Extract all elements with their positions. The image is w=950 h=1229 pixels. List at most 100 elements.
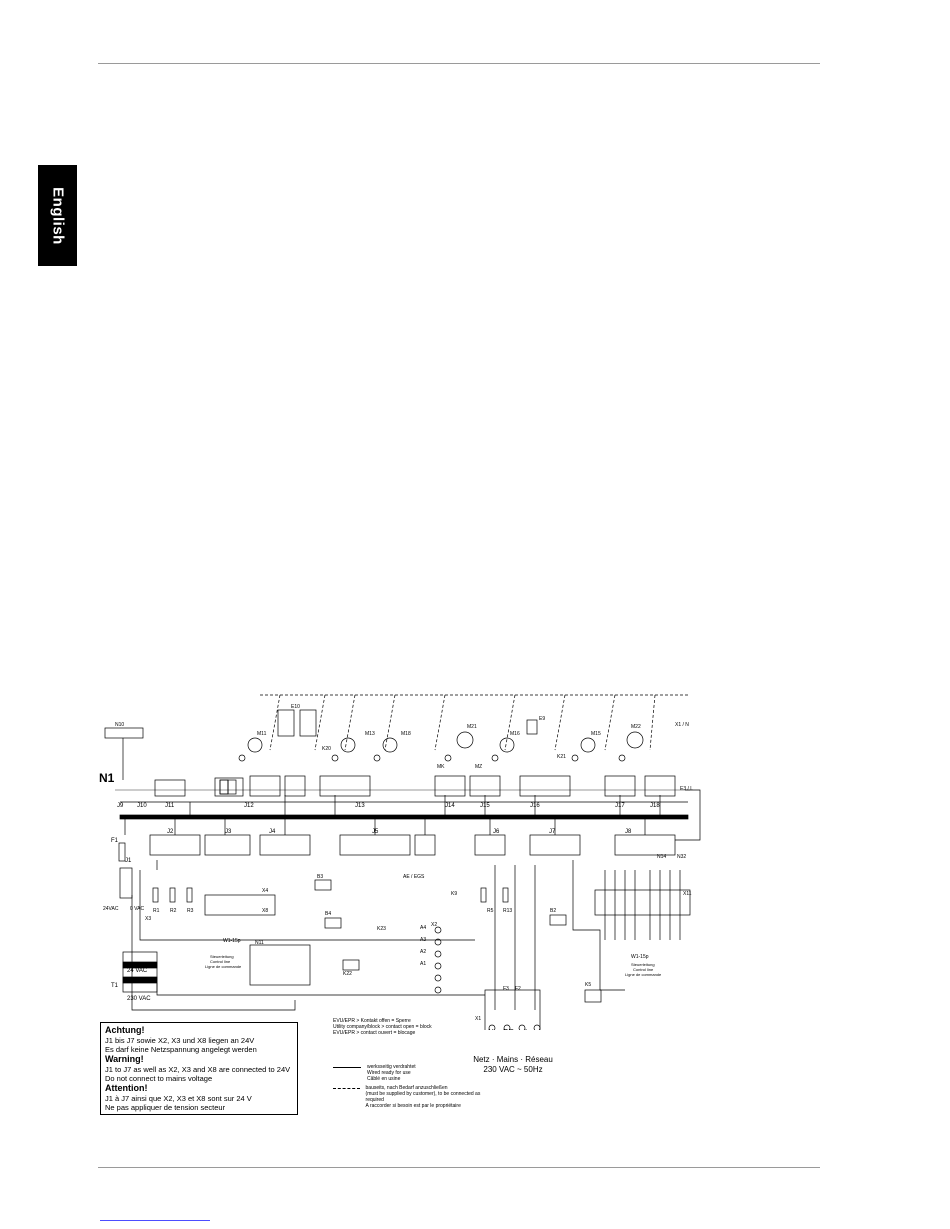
w1-15p-left-label: W1-15p (223, 938, 241, 944)
steuerleitung-left: Steuerleitung (210, 954, 234, 959)
warning-box: Achtung! J1 bis J7 sowie X2, X3 und X8 l… (100, 1022, 298, 1115)
wiring-diagram: N1 N10 E10 E9 M11 M13 M18 M21 M16 M15 M2… (99, 694, 701, 1030)
solid-legend-3: Câblé en usine (367, 1076, 401, 1082)
x1n-label: X1 / N (675, 722, 689, 728)
warning-en-line2: Do not connect to mains voltage (105, 1074, 213, 1083)
r1-label: R1 (153, 908, 160, 914)
evu-line1: EVU/EPR > Kontakt offen = Sperre (333, 1018, 411, 1024)
steuerleitung-right: Steuerleitung (631, 962, 655, 967)
j1-label: J1 (125, 858, 132, 864)
j5-label: J5 (372, 829, 379, 835)
r13-label: R13 (503, 908, 512, 914)
l-terminal-label: L (525, 1028, 530, 1030)
w1-15p-right-label: W1-15p (631, 954, 649, 960)
j2-label: J2 (167, 829, 174, 835)
dash-legend-3: A raccorder si besoin est par le proprié… (365, 1103, 461, 1109)
evu-line2: Utility company/block > contact open = b… (333, 1024, 432, 1030)
m22-label: M22 (631, 724, 641, 730)
m18-label: M18 (401, 731, 411, 737)
f3-label: F3 (503, 986, 509, 992)
j8-label: J8 (625, 829, 632, 835)
r2-label: R2 (170, 908, 177, 914)
a2-label: A2 (420, 949, 426, 955)
warning-fr-line2: Ne pas appliquer de tension secteur (105, 1103, 226, 1112)
x4-label: X4 (262, 888, 268, 894)
j9-label: J9 (117, 803, 124, 809)
dash-legend-1: bauseits, nach Bedarf anzuschließen (365, 1085, 448, 1091)
warning-fr-line1: J1 à J7 ainsi que X2, X3 et X8 sont sur … (105, 1094, 252, 1103)
mains-label: Netz · Mains · Réseau 230 VAC ~ 50Hz (468, 1055, 558, 1075)
header-rule (98, 63, 820, 64)
m11-label: M11 (257, 731, 267, 737)
e3l-label: E3 / L (680, 786, 693, 792)
r3-label: R3 (187, 908, 194, 914)
j16-label: J16 (530, 803, 540, 809)
v230ac-label: 230 VAC (127, 996, 151, 1002)
control-line-right: Control line (633, 967, 654, 972)
footer-rule (98, 1167, 820, 1168)
k9-label: K9 (451, 891, 457, 897)
k22-label: K22 (343, 971, 352, 977)
n-terminal-label: N (488, 1028, 494, 1030)
dash-legend-2: (must be supplied by customer), to be co… (365, 1091, 481, 1103)
j4-label: J4 (269, 829, 276, 835)
j18-label: J18 (650, 803, 660, 809)
m16-label: M16 (510, 731, 520, 737)
j15-label: J15 (480, 803, 490, 809)
dashed-line-icon (333, 1088, 360, 1089)
mains-line2: 230 VAC ~ 50Hz (483, 1065, 543, 1074)
warning-de-line2: Es darf keine Netzspannung angelegt werd… (105, 1045, 257, 1054)
ligne-commande-left: Ligne de commande (205, 964, 242, 969)
n10-label: N10 (115, 722, 124, 728)
n11-label: N11 (255, 940, 264, 946)
j11-label: J11 (165, 803, 175, 809)
pe-terminal-label: PE (503, 1028, 514, 1030)
x2-label: X2 (431, 922, 437, 928)
j12-label: J12 (244, 803, 254, 809)
language-tab-label: English (49, 186, 66, 245)
ae-egs-label: AE / EGS (403, 874, 425, 880)
a4-label: A4 (420, 925, 426, 931)
solid-line-icon (333, 1067, 361, 1068)
r5-label: R5 (487, 908, 494, 914)
m13-label: M13 (365, 731, 375, 737)
evu-legend: EVU/EPR > Kontakt offen = Sperre Utility… (333, 1018, 493, 1109)
solid-legend-2: Wired ready for use (367, 1070, 411, 1076)
warning-de-title: Achtung! (105, 1025, 145, 1035)
mains-line1: Netz · Mains · Réseau (473, 1055, 553, 1064)
warning-de-line1: J1 bis J7 sowie X2, X3 und X8 liegen an … (105, 1036, 255, 1045)
j17-label: J17 (615, 803, 625, 809)
footer-link-underline (100, 1220, 210, 1221)
j3-label: J3 (225, 829, 232, 835)
warning-fr-title: Attention! (105, 1083, 148, 1093)
j13-label: J13 (355, 803, 365, 809)
k23-label: K23 (377, 926, 386, 932)
mk-label: MK (437, 764, 445, 770)
b4-label: B4 (325, 911, 331, 917)
k21-label: K21 (557, 754, 566, 760)
ligne-commande-right: Ligne de commande (625, 972, 662, 977)
a1-label: A1 (420, 961, 426, 967)
m21-label: M21 (467, 724, 477, 730)
f2-label: F2 (515, 986, 521, 992)
v0vac-label: 0 VAC (130, 906, 144, 912)
n14-label: N14 (657, 854, 666, 860)
k5-label: K5 (585, 982, 591, 988)
warning-en-title: Warning! (105, 1054, 144, 1064)
v24ac-label: 24 VAC (127, 968, 148, 974)
t1-label: T1 (111, 983, 119, 989)
a3-label: A3 (420, 937, 426, 943)
j10-label: J10 (137, 803, 147, 809)
language-tab: English (38, 165, 77, 266)
j14-label: J14 (445, 803, 455, 809)
e10-label: E10 (291, 704, 300, 710)
board-label: N1 (99, 771, 115, 785)
control-line-left: Control line (210, 959, 231, 964)
warning-en-line1: J1 to J7 as well as X2, X3 and X8 are co… (105, 1065, 291, 1074)
f1-label: F1 (111, 838, 119, 844)
b2-label: B2 (550, 908, 556, 914)
m15-label: M15 (591, 731, 601, 737)
j6-label: J6 (493, 829, 500, 835)
n32-label: N32 (677, 854, 686, 860)
mz-label: MZ (475, 764, 482, 770)
